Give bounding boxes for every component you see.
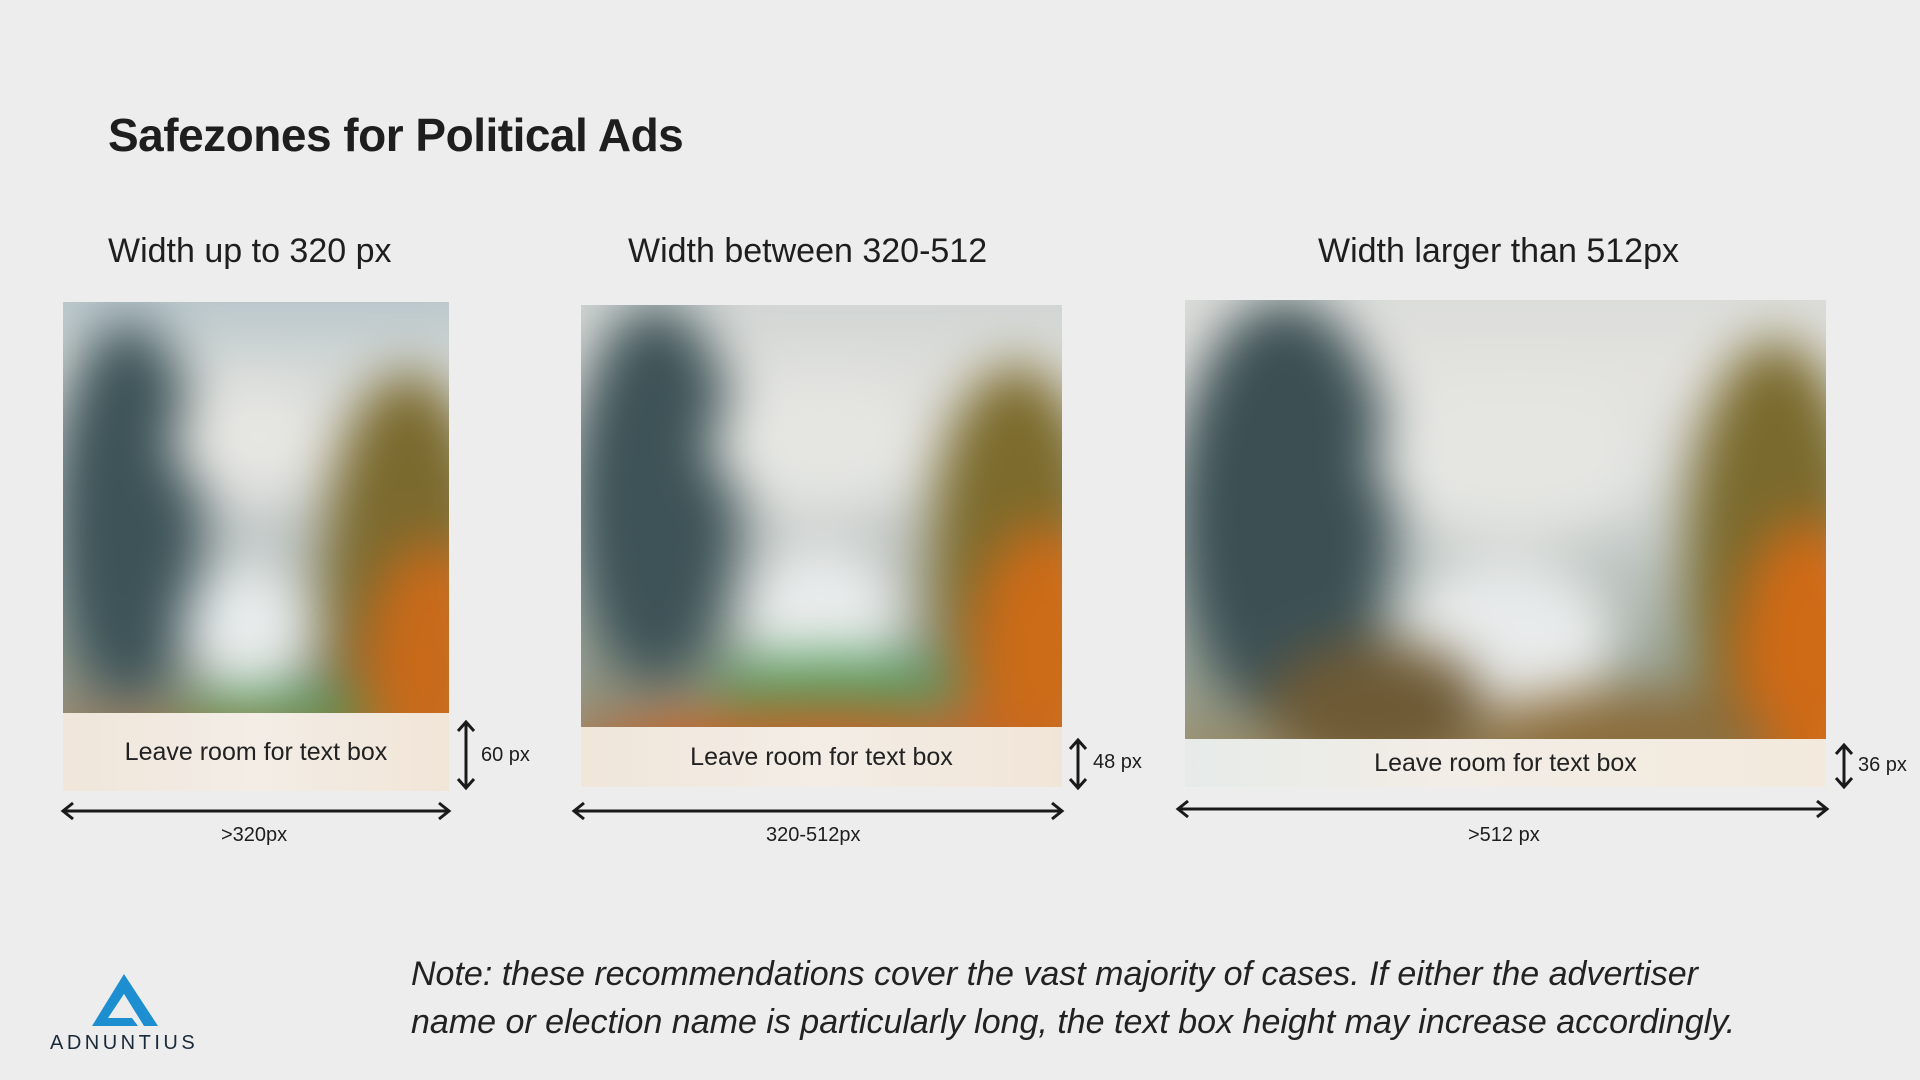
ad-preview-small: Leave room for text box: [63, 302, 449, 791]
page-title: Safezones for Political Ads: [108, 109, 684, 161]
textbox-safezone: Leave room for text box: [1185, 739, 1826, 787]
vertical-arrow-icon: [1068, 737, 1088, 791]
blurred-landscape-image: [1185, 300, 1826, 787]
width-label: >512 px: [1468, 824, 1540, 846]
textbox-height-label: 48 px: [1093, 751, 1142, 773]
footnote: Note: these recommendations cover the va…: [411, 955, 1736, 1041]
width-label: >320px: [221, 824, 288, 846]
ad-preview-medium: Leave room for text box: [581, 305, 1062, 787]
horizontal-arrow-icon: [60, 801, 452, 821]
textbox-safezone: Leave room for text box: [63, 713, 449, 791]
textbox-height-label: 36 px: [1858, 754, 1907, 776]
vertical-arrow-icon: [1834, 742, 1854, 790]
blurred-landscape-image: [581, 305, 1062, 787]
logo-text: ADNUNTIUS: [50, 1032, 199, 1054]
vertical-arrow-icon: [456, 719, 476, 791]
column-heading-large: Width larger than 512px: [1318, 232, 1679, 270]
column-heading-medium: Width between 320-512: [628, 232, 988, 270]
adnuntius-logo-icon: [92, 974, 158, 1026]
horizontal-arrow-icon: [1175, 799, 1830, 819]
column-heading-small: Width up to 320 px: [108, 232, 392, 270]
adnuntius-logo: ADNUNTIUS: [46, 970, 206, 1054]
width-label: 320-512px: [766, 824, 861, 846]
textbox-height-label: 60 px: [481, 744, 530, 766]
textbox-safezone: Leave room for text box: [581, 727, 1062, 787]
ad-preview-large: Leave room for text box: [1185, 300, 1826, 787]
horizontal-arrow-icon: [571, 801, 1065, 821]
